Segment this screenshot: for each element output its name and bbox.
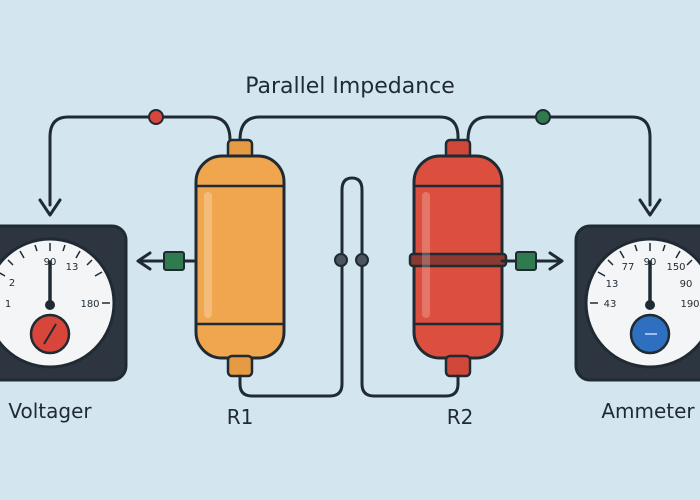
ammeter-scale-label: 190 xyxy=(680,299,699,310)
arrow-down-icon xyxy=(38,198,62,217)
ammeter-dial xyxy=(584,237,700,369)
diagram-title: Parallel Impedance xyxy=(245,74,455,99)
ammeter-pivot xyxy=(645,300,655,310)
r1-bottom-cap xyxy=(226,354,254,378)
r2-label: R2 xyxy=(447,405,474,429)
voltmeter-scale-label: 2 xyxy=(9,278,15,289)
voltmeter-scale-label: 1 xyxy=(5,299,11,310)
voltmeter: 90 13 2 1 180 xyxy=(0,224,128,382)
ammeter-ticks xyxy=(590,243,693,304)
voltmeter-indicator-mark xyxy=(43,323,57,345)
junction-dot xyxy=(355,253,369,267)
junction-dot xyxy=(334,253,348,267)
voltmeter-pivot xyxy=(45,300,55,310)
r1-label: R1 xyxy=(227,405,254,429)
node-red xyxy=(148,109,164,125)
wire-r1-to-r2 xyxy=(238,115,460,142)
top-wiring xyxy=(48,115,652,207)
wire-center-loop xyxy=(238,176,460,398)
arrow-right-icon xyxy=(548,251,564,271)
right-connector xyxy=(500,251,564,271)
resistor-r1 xyxy=(194,138,286,378)
r1-highlight xyxy=(204,192,212,318)
ammeter: 77 90 150 13 90 43 190 xyxy=(574,224,700,382)
center-wiring xyxy=(238,176,460,398)
voltmeter-dial xyxy=(0,237,116,369)
ammeter-scale-label: 90 xyxy=(680,279,693,290)
voltmeter-scale-label: 180 xyxy=(80,299,99,310)
voltmeter-label: Voltager xyxy=(8,399,92,423)
voltmeter-ticks xyxy=(0,243,110,304)
ammeter-scale-label: 43 xyxy=(604,299,617,310)
arrow-down-icon xyxy=(638,198,662,217)
ammeter-scale-label: 77 xyxy=(622,262,635,273)
connector-block xyxy=(163,251,185,271)
connector-block xyxy=(515,251,537,271)
wire-left-to-voltmeter xyxy=(48,115,232,207)
ammeter-label: Ammeter xyxy=(601,399,695,423)
arrow-left-icon xyxy=(136,251,152,271)
node-green xyxy=(535,109,551,125)
left-connector xyxy=(136,251,198,271)
r2-bottom-cap xyxy=(444,354,472,378)
ammeter-scale-label: 13 xyxy=(606,279,619,290)
resistor-r2 xyxy=(408,138,508,378)
voltmeter-scale-label: 13 xyxy=(66,262,79,273)
ammeter-scale-label: 150 xyxy=(666,262,685,273)
r2-highlight xyxy=(422,192,430,318)
wire-right-to-ammeter xyxy=(466,115,652,207)
